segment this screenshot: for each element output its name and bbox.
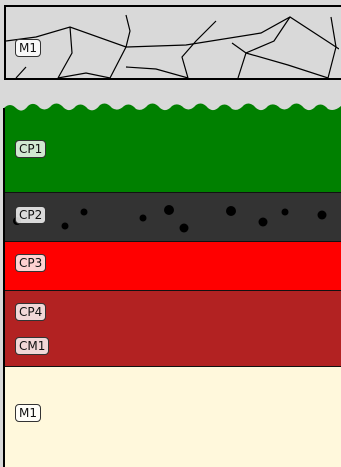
layer-m1-bottom-label: M1 <box>15 404 41 422</box>
layer-cp2-label: CP2 <box>15 206 46 224</box>
layer-cp1-label: CP1 <box>15 140 46 158</box>
gravel-dots <box>4 193 341 242</box>
layer-cp2: CP2 <box>4 193 341 242</box>
crack-pattern <box>6 7 339 78</box>
layer-cp4-label: CP4 <box>15 303 46 321</box>
layer-cp3: CP3 <box>4 242 341 291</box>
top-layer-label: M1 <box>15 39 41 57</box>
left-border <box>3 108 5 467</box>
top-layer-m1: M1 <box>4 5 341 80</box>
layer-m1-bottom: M1 <box>4 367 341 467</box>
layer-cp3-label: CP3 <box>15 254 46 272</box>
layer-cp1: CP1 <box>4 112 341 193</box>
layer-cm1-label: CM1 <box>15 337 49 355</box>
layer-cp4: CP4 CM1 <box>4 291 341 367</box>
